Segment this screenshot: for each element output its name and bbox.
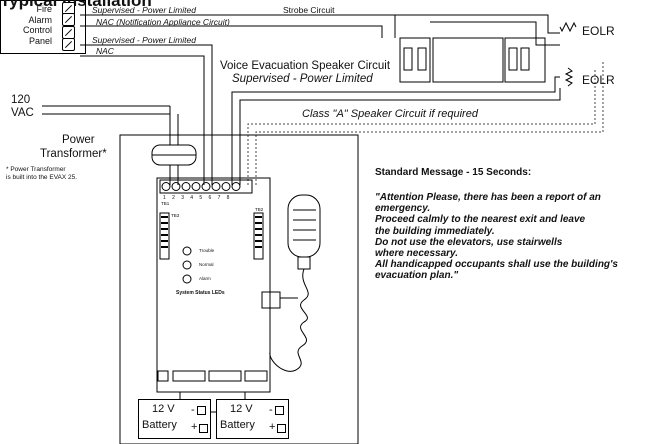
battery-minus: - [191, 404, 195, 416]
facp-label-line: Control [22, 25, 52, 35]
speaker-circuit-title: Voice Evacuation Speaker Circuit [220, 60, 391, 72]
battery-plus: + [191, 421, 198, 433]
facp-label-line: Panel [28, 35, 52, 46]
message-line: the building immediately. [375, 225, 495, 237]
message-line: evacuation plan." [375, 270, 459, 282]
supervised-wire-1 [80, 44, 213, 185]
battery-name: Battery [220, 419, 255, 431]
battery-2: 12 V Battery - + [216, 399, 289, 439]
battery-terminal-icon [275, 406, 284, 415]
speaker-wire-2 [239, 88, 561, 185]
battery-terminal-icon [197, 406, 206, 415]
panel-terminal-numbers: 12345678 [163, 195, 236, 201]
circuit-board [156, 177, 271, 393]
ac-vac: VAC [11, 107, 34, 119]
speaker-circuit-subtitle: Supervised - Power Limited [232, 73, 373, 85]
battery-minus: - [269, 404, 273, 416]
terminal-number: 3 [181, 195, 191, 201]
tb3-label: TB3 [171, 213, 180, 218]
speaker-strobe-box-2 [432, 37, 504, 83]
facp-terminal [62, 13, 75, 26]
battery-plus: + [269, 421, 276, 433]
battery-1: 12 V Battery - + [138, 399, 211, 439]
led-normal [182, 260, 192, 270]
message-line: where necessary. [375, 248, 459, 260]
eolr-resistor-1 [559, 21, 577, 33]
led-trouble [182, 246, 192, 256]
terminal-number: 2 [172, 195, 182, 201]
microphone [287, 194, 321, 258]
terminal-number: 1 [163, 195, 173, 201]
tb1-label: TB1 [161, 201, 170, 206]
facp-label-line: Alarm [28, 14, 52, 25]
eolr-label: EOLR [582, 24, 615, 38]
message-line: Proceed calmly to the nearest exit and l… [375, 214, 586, 226]
led-label-trouble: Trouble [199, 248, 215, 253]
eolr-label: EOLR [582, 73, 615, 87]
tb2-label: TB2 [255, 207, 264, 212]
wire-label-supervised: Supervised - Power Limited [92, 35, 196, 45]
wire-label-nac-notification: NAC (Notification Appliance Circuit) [96, 17, 230, 27]
transformer-title: Power [62, 134, 95, 146]
battery-voltage: 12 V [152, 403, 175, 415]
wire-label-strobe-circuit: Strobe Circuit [283, 5, 335, 15]
transformer-note: is built into the EVAX 25. [6, 174, 78, 181]
facp-label: Fire Alarm Control Panel [4, 4, 52, 46]
led-label-normal: Normal [199, 262, 214, 267]
diagram-title: Typical Installation [0, 0, 152, 10]
speaker-wire-1 [231, 76, 560, 185]
strobe-wire-1 [395, 14, 560, 34]
supervised-wire-2 [80, 55, 205, 185]
wire-label-nac: NAC [96, 46, 114, 56]
facp-terminal [62, 38, 75, 51]
strobe-wire-2 [430, 21, 560, 46]
message-line: "Attention Please, there has been a repo… [375, 192, 601, 203]
wire-label-supervised: Supervised - Power Limited [92, 5, 196, 15]
microphone-cord [269, 268, 309, 372]
evax-enclosure [119, 134, 359, 444]
ac-voltage: 120 [11, 94, 31, 106]
facp-label-line: Fire [36, 4, 53, 14]
battery-name: Battery [142, 419, 177, 431]
class-a-label: Class "A" Speaker Circuit if required [300, 108, 480, 120]
message-heading: Standard Message - 15 Seconds: [375, 167, 532, 178]
message-line: emergency. [375, 203, 431, 215]
speaker-strobe-box-1 [399, 37, 431, 83]
message-line: All handicapped occupants shall use the … [375, 259, 618, 271]
led-alarm [182, 274, 192, 284]
nac-wire-top-2 [80, 25, 383, 38]
speaker-strobe-box-3 [504, 37, 546, 83]
terminal-number: 7 [217, 195, 227, 201]
message-line: Do not use the elevators, use stairwells [375, 236, 563, 248]
terminal-number: 6 [208, 195, 218, 201]
eolr-resistor-2 [564, 67, 574, 87]
terminal-number: 8 [226, 195, 236, 201]
message-text: "Attention Please, there has been a repo… [375, 192, 618, 282]
transformer-note: * Power Transformer [6, 166, 66, 173]
led-label-alarm: Alarm [199, 276, 211, 281]
fire-alarm-control-panel: Fire Alarm Control Panel [0, 0, 86, 54]
battery-voltage: 12 V [230, 403, 253, 415]
battery-terminal-icon [199, 424, 208, 433]
transformer-title2: Transformer* [40, 148, 107, 160]
battery-terminal-icon [277, 424, 286, 433]
leds-caption: System Status LEDs [176, 290, 225, 296]
terminal-number: 5 [199, 195, 209, 201]
terminal-number: 4 [190, 195, 200, 201]
